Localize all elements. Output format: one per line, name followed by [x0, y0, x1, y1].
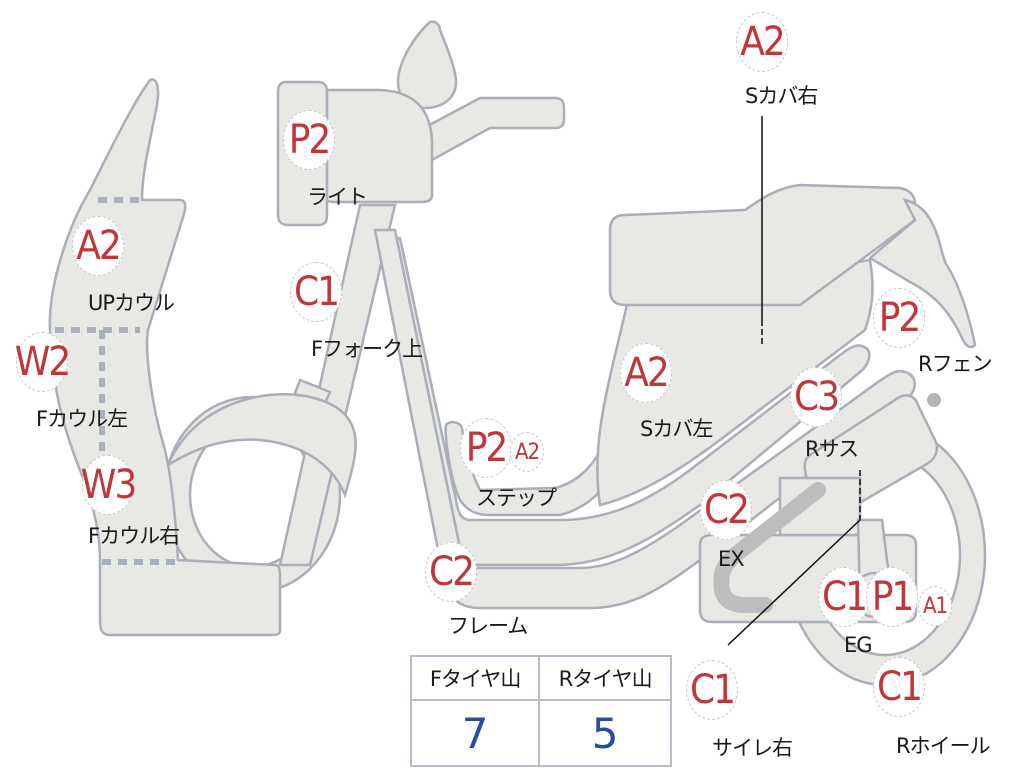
rank-badge-exhaust: C2 — [700, 480, 752, 540]
main-frame — [373, 228, 916, 610]
rank-badge-f-cowl-left: W2 — [15, 332, 71, 392]
label-f-cowl-right: Fカウル右 — [88, 524, 180, 548]
floor-frame — [383, 236, 871, 567]
rank-badge-step: P2 — [460, 418, 512, 478]
rank-badge-silencer-right: C1 — [686, 660, 738, 720]
label-exhaust: EX — [718, 547, 745, 571]
label-f-cowl-left: Fカウル左 — [36, 407, 128, 431]
leader-silencer — [727, 519, 861, 646]
header-rear-tire: Rタイヤ山 — [538, 655, 672, 701]
label-s-cover-right: Sカバ右 — [745, 84, 818, 108]
label-up-cowl: UPカウル — [88, 291, 175, 315]
rank-badge-frame: C2 — [425, 542, 477, 602]
rank-badge-engine-secondary: P1 — [866, 567, 918, 627]
rank-badge-s-cover-left: A2 — [620, 343, 672, 403]
label-step: ステップ — [476, 486, 557, 510]
rank-badge-step-secondary: A2 — [510, 432, 544, 472]
handlebar — [418, 96, 566, 162]
front-fender — [165, 393, 357, 499]
rear-fender — [867, 198, 977, 349]
rank-badge-r-wheel: C1 — [873, 657, 925, 717]
tire-tread-table: Fタイヤ山 Rタイヤ山 7 5 — [409, 655, 672, 767]
rank-badge-f-cowl-right: W3 — [81, 455, 137, 515]
label-f-fork-upper: Fフォーク上 — [311, 337, 423, 361]
label-silencer-right: サイレ右 — [712, 736, 793, 760]
rank-badge-r-suspension: C3 — [790, 367, 842, 427]
rank-badge-up-cowl: A2 — [72, 216, 124, 276]
rank-badge-engine: C1 — [818, 567, 870, 627]
value-front-tire: 7 — [409, 699, 541, 767]
exhaust-pipe — [713, 482, 826, 613]
front-cowl — [48, 78, 282, 637]
header-front-tire: Fタイヤ山 — [409, 655, 541, 701]
value-rear-tire: 5 — [538, 699, 672, 767]
label-r-wheel: Rホイール — [896, 734, 991, 758]
rank-badge-r-fender: P2 — [873, 288, 925, 348]
side-cover — [596, 258, 874, 507]
label-light: ライト — [307, 185, 368, 209]
label-engine: EG — [844, 633, 873, 657]
rank-badge-s-cover-right: A2 — [736, 12, 788, 72]
label-r-suspension: Rサス — [805, 437, 859, 461]
mirror — [396, 20, 458, 110]
rank-badge-light: P2 — [283, 110, 335, 170]
rank-badge-f-fork-upper: C1 — [290, 262, 342, 322]
label-s-cover-left: Sカバ左 — [640, 417, 713, 441]
rank-badge-engine-tertiary: A1 — [918, 586, 952, 626]
label-frame: フレーム — [448, 614, 528, 638]
label-r-fender: Rフェン — [918, 352, 993, 376]
